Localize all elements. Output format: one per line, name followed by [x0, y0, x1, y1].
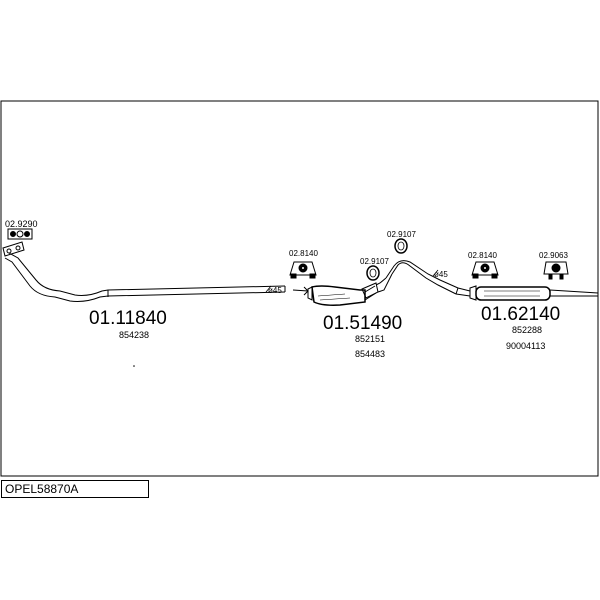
stray-dot: [133, 365, 135, 367]
front-pipe-ref-1: 854238: [119, 330, 149, 340]
diameter-marker-icon: [265, 285, 272, 293]
middle-silencer-code: 01.51490: [323, 313, 402, 334]
front-pipe-code: 01.11840: [89, 308, 167, 329]
middle-silencer-ref-2: 854483: [355, 349, 385, 359]
gasket-icon: [7, 228, 33, 240]
diagram-frame: [0, 100, 599, 477]
rubber-ring-icon: [394, 238, 408, 254]
rubber-ring-icon: [366, 265, 380, 281]
middle-silencer-ref-1: 852151: [355, 334, 385, 344]
rubber-hanger-icon: [471, 261, 499, 279]
front-flange-icon: [2, 241, 25, 257]
gasket-code: 02.9290: [5, 219, 38, 229]
assembly-code: OPEL58870A: [5, 482, 79, 496]
ring-2-code: 02.9107: [360, 257, 389, 266]
rubber-hanger-icon: [289, 261, 317, 279]
diameter-label-2: ø45: [434, 270, 448, 279]
diameter-marker-icon: [432, 269, 439, 277]
diameter-label-1: ø45: [268, 286, 282, 295]
hanger-1-code: 02.8140: [289, 249, 318, 258]
ring-1-code: 02.9107: [387, 230, 416, 239]
hanger-3-code: 02.9063: [539, 251, 568, 260]
rear-silencer-ref-1: 852288: [512, 325, 542, 335]
middle-silencer: [292, 260, 459, 306]
assembly-code-box: OPEL58870A: [1, 480, 149, 498]
hanger-2-code: 02.8140: [468, 251, 497, 260]
front-pipe: [4, 252, 286, 302]
rear-silencer: [455, 285, 599, 301]
rear-silencer-ref-2: 90004113: [506, 341, 545, 351]
rear-silencer-code: 01.62140: [481, 304, 560, 325]
exhaust-hanger-icon: [543, 261, 569, 280]
